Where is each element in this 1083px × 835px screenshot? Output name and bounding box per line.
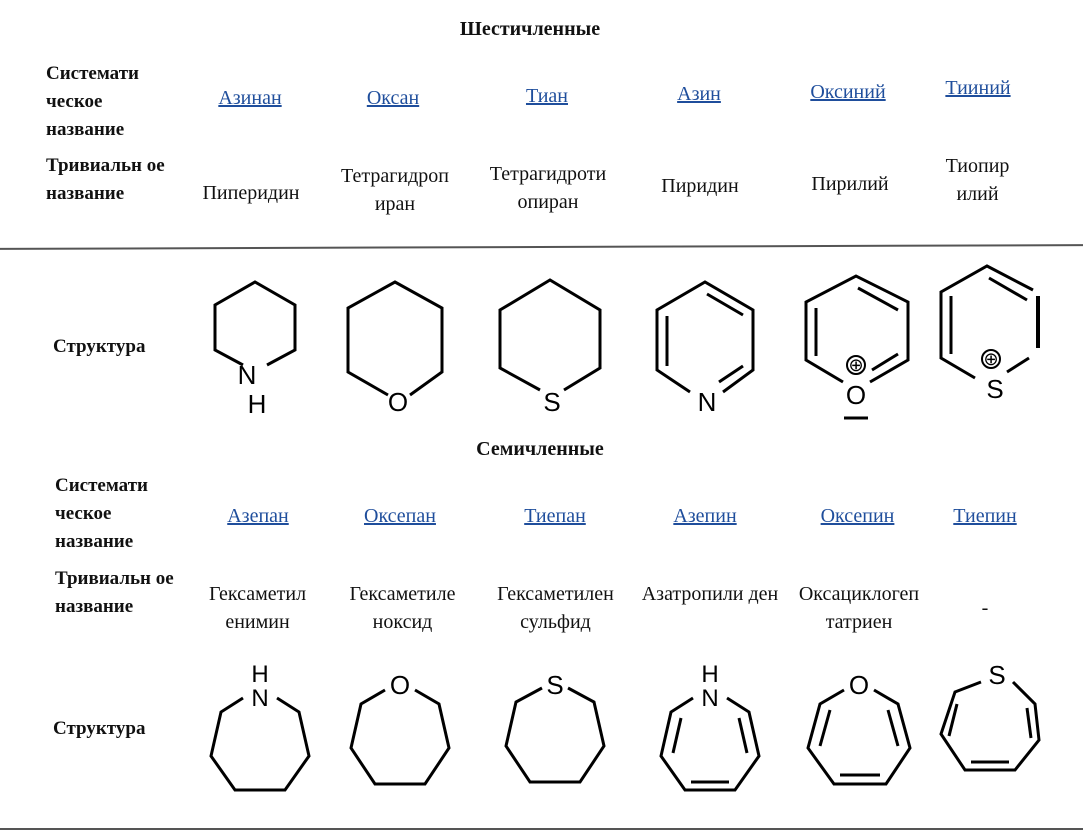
atom-h: H — [251, 661, 268, 688]
structure-piperidine: N H — [205, 270, 315, 420]
link-oksan[interactable]: Оксан — [366, 87, 420, 109]
trivial-none: - — [981, 597, 989, 619]
link-azinan[interactable]: Азинан — [218, 87, 282, 109]
structure-oxepane: O — [345, 662, 455, 797]
trivial-tetrahydropyran: Тетрагидроп иран — [341, 165, 449, 215]
link-oksepin[interactable]: Оксепин — [820, 505, 895, 527]
link-tiiniy[interactable]: Тииний — [945, 77, 1011, 99]
row-label-trivial-six: Тривиальн ое название — [46, 155, 165, 204]
structure-pyrylium: O ⊕ — [798, 270, 918, 430]
charge-plus: ⊕ — [848, 355, 863, 375]
atom-s: S — [988, 660, 1005, 690]
atom-o: O — [849, 670, 869, 700]
link-tiepin[interactable]: Тиепин — [953, 505, 1017, 527]
trivial-pyrylium: Пирилий — [811, 173, 889, 195]
atom-h: H — [701, 661, 718, 688]
link-tian[interactable]: Тиан — [525, 85, 568, 107]
trivial-piperidin: Пиперидин — [202, 182, 300, 204]
link-azepin[interactable]: Азепин — [673, 505, 737, 527]
link-azepan[interactable]: Азепан — [227, 505, 289, 527]
section-title-six: Шестичленные — [459, 18, 601, 40]
bottom-edge-line — [0, 828, 1083, 830]
atom-h: H — [248, 389, 267, 419]
trivial-hexamethylene-oxide: Гексаметиле ноксид — [349, 583, 456, 633]
structure-thiepine: S — [935, 658, 1045, 788]
link-oksiniy[interactable]: Оксиний — [810, 81, 886, 103]
trivial-oxacycloheptatriene: Оксациклогеп татриен — [798, 583, 920, 633]
structure-thiane: S — [492, 270, 612, 420]
atom-s: S — [546, 670, 563, 700]
atom-o: O — [390, 670, 410, 700]
structure-azepine: H N — [655, 658, 765, 798]
trivial-hexamethylenimine: Гексаметил енимин — [208, 583, 307, 633]
trivial-pyridine: Пиридин — [661, 175, 739, 197]
row-label-systematic-six: Системати ческое название — [46, 63, 139, 140]
link-tiepan[interactable]: Тиепан — [524, 505, 586, 527]
atom-o: O — [846, 380, 866, 410]
row-label-structure-seven: Структура — [53, 718, 146, 739]
trivial-thiopyrylium: Тиопир илий — [945, 155, 1010, 205]
trivial-azatropylidene: Азатропили ден — [641, 583, 779, 605]
section-title-seven: Семичленные — [476, 438, 604, 460]
row-label-trivial-seven: Тривиальн ое название — [55, 568, 174, 617]
atom-n: N — [238, 360, 257, 390]
structure-thiopyrylium: S ⊕ — [935, 262, 1045, 412]
link-azin[interactable]: Азин — [677, 83, 721, 105]
structure-azepane: H N — [205, 658, 315, 798]
row-label-systematic-seven: Системати ческое название — [55, 475, 148, 552]
trivial-tetrahydrothiopyran: Тетрагидроти опиран — [489, 163, 607, 213]
link-oksepan[interactable]: Оксепан — [364, 505, 436, 527]
atom-s: S — [543, 387, 560, 417]
separator-line — [0, 244, 1083, 250]
row-label-structure-six: Структура — [53, 336, 146, 357]
atom-n: N — [251, 685, 268, 712]
structure-thiepane: S — [500, 662, 610, 797]
atom-o: O — [388, 387, 408, 417]
atom-n: N — [701, 685, 718, 712]
structure-oxepine: O — [802, 662, 917, 797]
charge-plus: ⊕ — [983, 349, 998, 369]
structure-pyridine: N — [645, 270, 765, 420]
atom-n: N — [698, 387, 717, 417]
trivial-hexamethylene-sulfide: Гексаметилен сульфид — [497, 583, 614, 633]
atom-s: S — [986, 374, 1003, 404]
structure-oxane: O — [340, 270, 460, 420]
